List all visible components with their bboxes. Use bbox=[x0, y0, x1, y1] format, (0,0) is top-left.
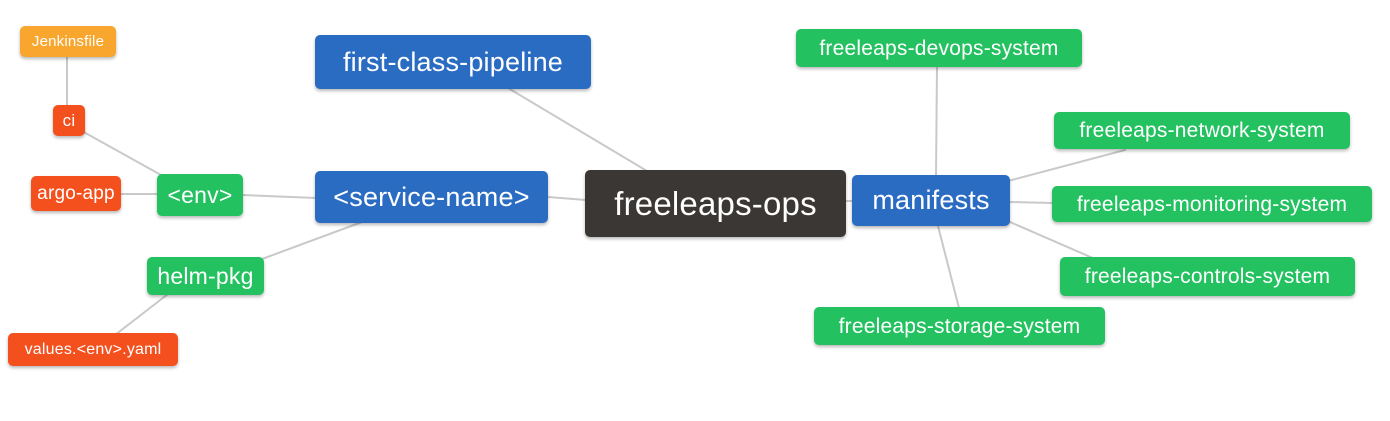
node-helm-pkg[interactable]: helm-pkg bbox=[147, 257, 264, 295]
edge-env-service-name bbox=[242, 194, 317, 199]
node-freeleaps-devops-system[interactable]: freeleaps-devops-system bbox=[796, 29, 1082, 67]
edge-manifests-monitoring bbox=[1008, 201, 1054, 204]
node-service-name[interactable]: <service-name> bbox=[315, 171, 548, 223]
edge-helm-pkg-values bbox=[114, 293, 169, 336]
node-freeleaps-monitoring-system[interactable]: freeleaps-monitoring-system bbox=[1052, 186, 1372, 222]
node-env[interactable]: <env> bbox=[157, 174, 243, 216]
edge-ci-env bbox=[79, 129, 171, 181]
node-freeleaps-storage-system[interactable]: freeleaps-storage-system bbox=[814, 307, 1105, 345]
node-argo-app[interactable]: argo-app bbox=[31, 176, 121, 211]
edge-manifests-network bbox=[1007, 149, 1126, 182]
edge-manifests-controls bbox=[1009, 221, 1096, 260]
node-jenkinsfile[interactable]: Jenkinsfile bbox=[20, 26, 116, 57]
node-ci[interactable]: ci bbox=[53, 105, 85, 136]
node-freeleaps-ops[interactable]: freeleaps-ops bbox=[585, 170, 846, 237]
edge-manifests-storage bbox=[937, 225, 960, 309]
edge-manifests-devops bbox=[935, 65, 938, 177]
node-first-class-pipeline[interactable]: first-class-pipeline bbox=[315, 35, 591, 89]
node-values-env-yaml[interactable]: values.<env>.yaml bbox=[8, 333, 178, 366]
node-freeleaps-controls-system[interactable]: freeleaps-controls-system bbox=[1060, 257, 1355, 296]
node-freeleaps-network-system[interactable]: freeleaps-network-system bbox=[1054, 112, 1350, 149]
node-manifests[interactable]: manifests bbox=[852, 175, 1010, 226]
edge-service-name-freeleaps-ops bbox=[547, 196, 587, 201]
edge-service-name-helm-pkg bbox=[261, 221, 363, 260]
edge-fcp-freeleaps-ops bbox=[507, 87, 653, 175]
